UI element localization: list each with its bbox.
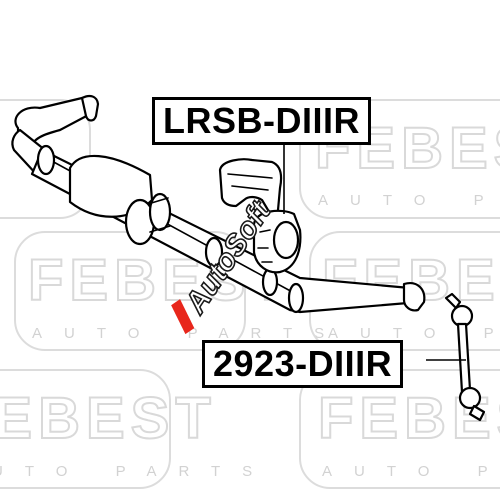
watermark-brand: FEBEST bbox=[0, 386, 217, 451]
watermark-tagline: AUTO PARTS bbox=[328, 325, 500, 342]
label-stabilizer-bushing: LRSB-DIIIR bbox=[152, 97, 371, 145]
label-stabilizer-link: 2923-DIIIR bbox=[202, 340, 404, 388]
stamp-accent-icon bbox=[171, 299, 195, 335]
stabilizer-bushing bbox=[218, 142, 302, 274]
stabilizer-bar bbox=[11, 94, 426, 314]
watermark-tagline: AUTO PARTS bbox=[322, 463, 500, 480]
watermark-bottom-left: FEBEST AUTO PARTS bbox=[0, 369, 274, 489]
watermark-tagline: AUTO PARTS bbox=[318, 192, 500, 209]
stabilizer-link bbox=[426, 292, 486, 422]
watermark-tagline: AUTO PARTS bbox=[0, 463, 274, 480]
watermark-tagline: AUTO PARTS bbox=[32, 325, 346, 342]
